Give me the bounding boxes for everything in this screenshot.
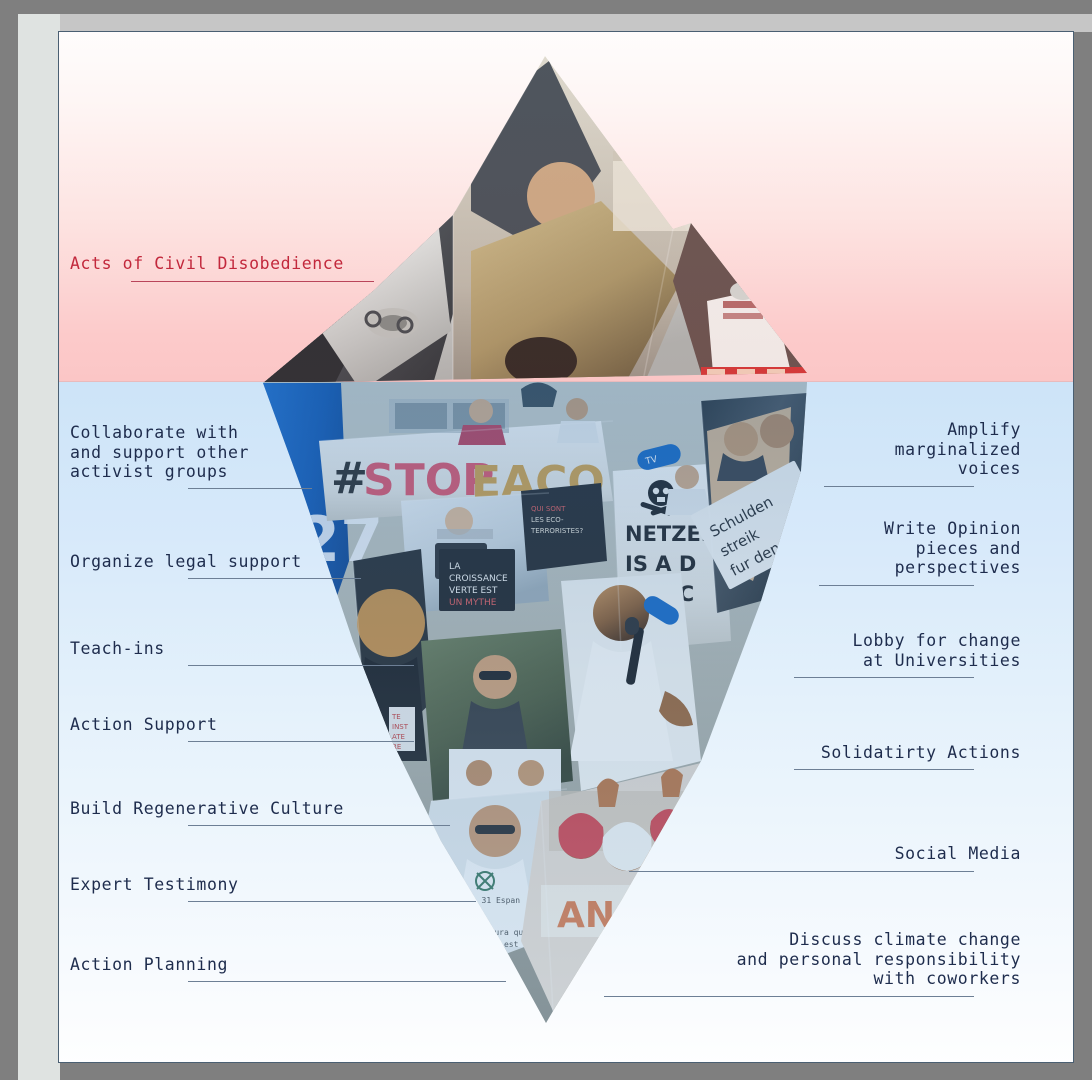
window-chrome-left-bar [18, 14, 60, 1080]
label-lobby-for-change-at-universities[interactable]: Lobby for change at Universities [852, 631, 1021, 670]
rule-expert-testimony [188, 901, 476, 902]
rule-amplify-marginalized-voices [824, 486, 974, 487]
rule-lobby-for-change [794, 677, 974, 678]
rule-organize-legal-support [188, 578, 361, 579]
rule-discuss-climate-change [604, 996, 974, 997]
label-solidarity-actions[interactable]: Solidatirty Actions [820, 743, 1021, 762]
rule-solidarity-actions [794, 769, 974, 770]
label-social-media[interactable]: Social Media [894, 844, 1021, 863]
climate-action-iceberg-poster: 27 # STOP EACO [59, 32, 1073, 1062]
rule-social-media [629, 871, 974, 872]
label-action-support[interactable]: Action Support [70, 715, 218, 734]
label-amplify-marginalized-voices[interactable]: Amplify marginalized voices [894, 420, 1021, 479]
application-window: 27 # STOP EACO [58, 31, 1074, 1063]
rule-write-opinion-pieces [819, 585, 974, 586]
label-action-planning[interactable]: Action Planning [70, 955, 229, 974]
iceberg-photo-collage: 27 # STOP EACO [263, 56, 807, 1023]
label-expert-testimony[interactable]: Expert Testimony [70, 875, 239, 894]
label-discuss-climate-change-with-coworkers[interactable]: Discuss climate change and personal resp… [736, 930, 1021, 989]
label-organize-legal-support[interactable]: Organize legal support [70, 552, 302, 571]
waterline-divider [59, 381, 1073, 382]
rule-action-planning [188, 981, 506, 982]
rule-acts-of-civil-disobedience [131, 281, 374, 282]
label-build-regenerative-culture[interactable]: Build Regenerative Culture [70, 799, 344, 818]
rule-collaborate [188, 488, 312, 489]
rule-teach-ins [188, 665, 414, 666]
window-chrome-top-bar [18, 14, 1092, 32]
label-collaborate-with-and-support-other-activist-groups[interactable]: Collaborate with and support other activ… [70, 423, 250, 482]
rule-action-support [188, 741, 414, 742]
label-acts-of-civil-disobedience[interactable]: Acts of Civil Disobedience [70, 254, 344, 273]
label-write-opinion-pieces-and-perspectives[interactable]: Write Opinion pieces and perspectives [884, 519, 1021, 578]
rule-build-regenerative-culture [188, 825, 450, 826]
left-label-column: Collaborate with and support other activ… [59, 32, 506, 1062]
label-teach-ins[interactable]: Teach-ins [70, 639, 165, 658]
right-label-column: Amplify marginalized voices Write Opinio… [577, 32, 1037, 1062]
